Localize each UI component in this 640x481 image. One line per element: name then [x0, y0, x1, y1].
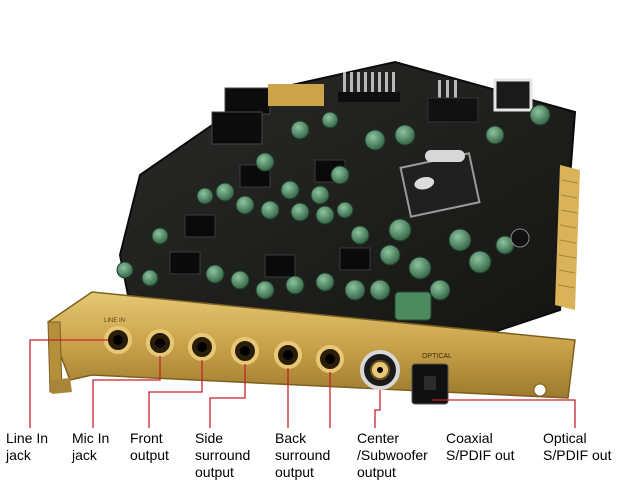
sound-card-image: LINE IN OPTICAL	[47, 60, 580, 405]
front-jack-shape	[188, 333, 216, 361]
dsp-chip	[399, 152, 481, 218]
gold-fingers	[555, 165, 580, 310]
small-round-part	[510, 228, 530, 248]
white-connector	[493, 78, 533, 112]
header-base	[338, 92, 400, 102]
audio-jacks	[104, 326, 449, 405]
back-jack-shape	[274, 341, 302, 369]
coaxial-jack-shape	[360, 350, 400, 390]
side-jack-shape	[231, 337, 259, 365]
gold-label	[268, 84, 324, 106]
optical-jack-shape	[411, 363, 449, 405]
bracket-text-line-in: LINE IN	[104, 318, 125, 324]
bracket-text-optical: OPTICAL	[422, 353, 452, 360]
label-front: Front output	[130, 430, 169, 463]
label-mic-in: Mic In jack	[72, 430, 110, 463]
label-optical: Optical S/PDIF out	[543, 430, 612, 463]
mic-in-jack-shape	[146, 329, 174, 357]
center-jack-shape	[316, 345, 344, 373]
label-side: Side surround output	[195, 430, 251, 480]
crystal	[425, 150, 465, 162]
cd-audio-connectors	[211, 87, 271, 145]
capacitors	[116, 104, 551, 301]
label-line-in: Line In jack	[6, 430, 49, 463]
label-center: Center /Subwoofer output	[357, 430, 428, 480]
label-coaxial: Coaxial S/PDIF out	[446, 430, 515, 463]
pin-header	[343, 72, 457, 100]
green-choke	[394, 291, 432, 321]
label-back: Back surround output	[275, 430, 331, 480]
spdif-connector	[427, 97, 479, 123]
line-in-jack-shape	[104, 326, 132, 354]
